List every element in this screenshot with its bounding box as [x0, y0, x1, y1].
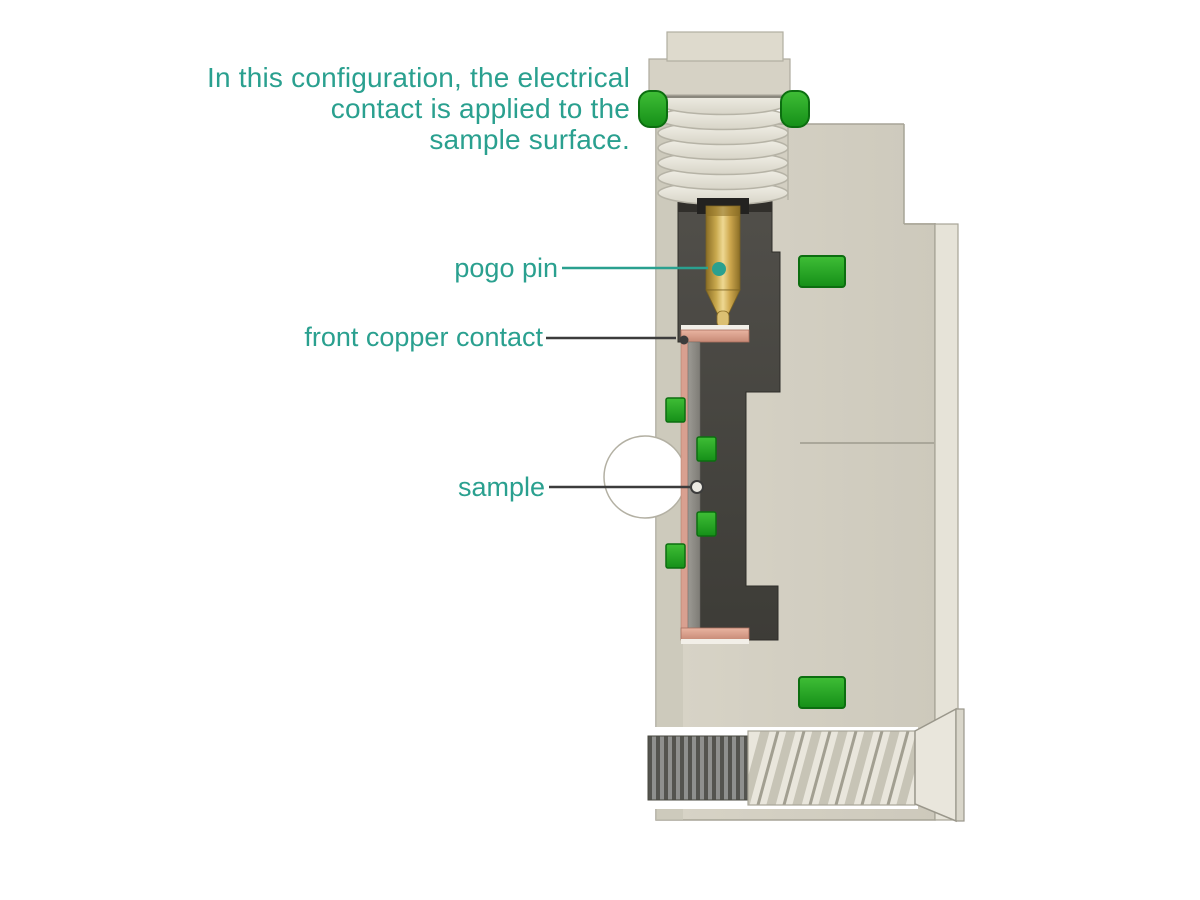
side-seal-top	[798, 255, 846, 288]
connector-top	[648, 31, 791, 98]
label-pogo-pin: pogo pin	[454, 252, 558, 284]
side-seal-bottom	[798, 676, 846, 709]
set-screw	[647, 707, 965, 823]
right-wall-plate	[934, 223, 959, 821]
leader-dot-front-copper-contact	[679, 335, 689, 345]
leader-lines	[546, 262, 726, 494]
label-front-copper-contact-text: front copper contact	[304, 322, 543, 352]
label-pogo-pin-text: pogo pin	[454, 253, 558, 283]
label-sample-text: sample	[457, 472, 545, 502]
pogo-pin-graphic	[697, 198, 749, 328]
caption-line: In this configuration, the electrical	[207, 62, 630, 93]
sample-seals	[665, 397, 717, 569]
leader-dot-sample	[690, 480, 704, 494]
back-copper-contact-graphic	[680, 627, 750, 644]
o-ring-left	[638, 90, 668, 128]
front-copper-contact-graphic	[680, 325, 750, 343]
caption: In this configuration, the electrical co…	[207, 62, 630, 155]
side-access-notch	[603, 435, 687, 519]
caption-line: sample surface.	[429, 124, 630, 155]
threaded-rod	[647, 735, 749, 801]
spring-bellows	[657, 90, 789, 206]
caption-line: contact is applied to the	[330, 93, 630, 124]
label-front-copper-contact: front copper contact	[304, 321, 543, 353]
o-ring-right	[780, 90, 810, 128]
leader-dot-pogo-pin	[712, 262, 726, 276]
clamp-body	[603, 120, 959, 821]
label-sample: sample	[458, 471, 545, 503]
